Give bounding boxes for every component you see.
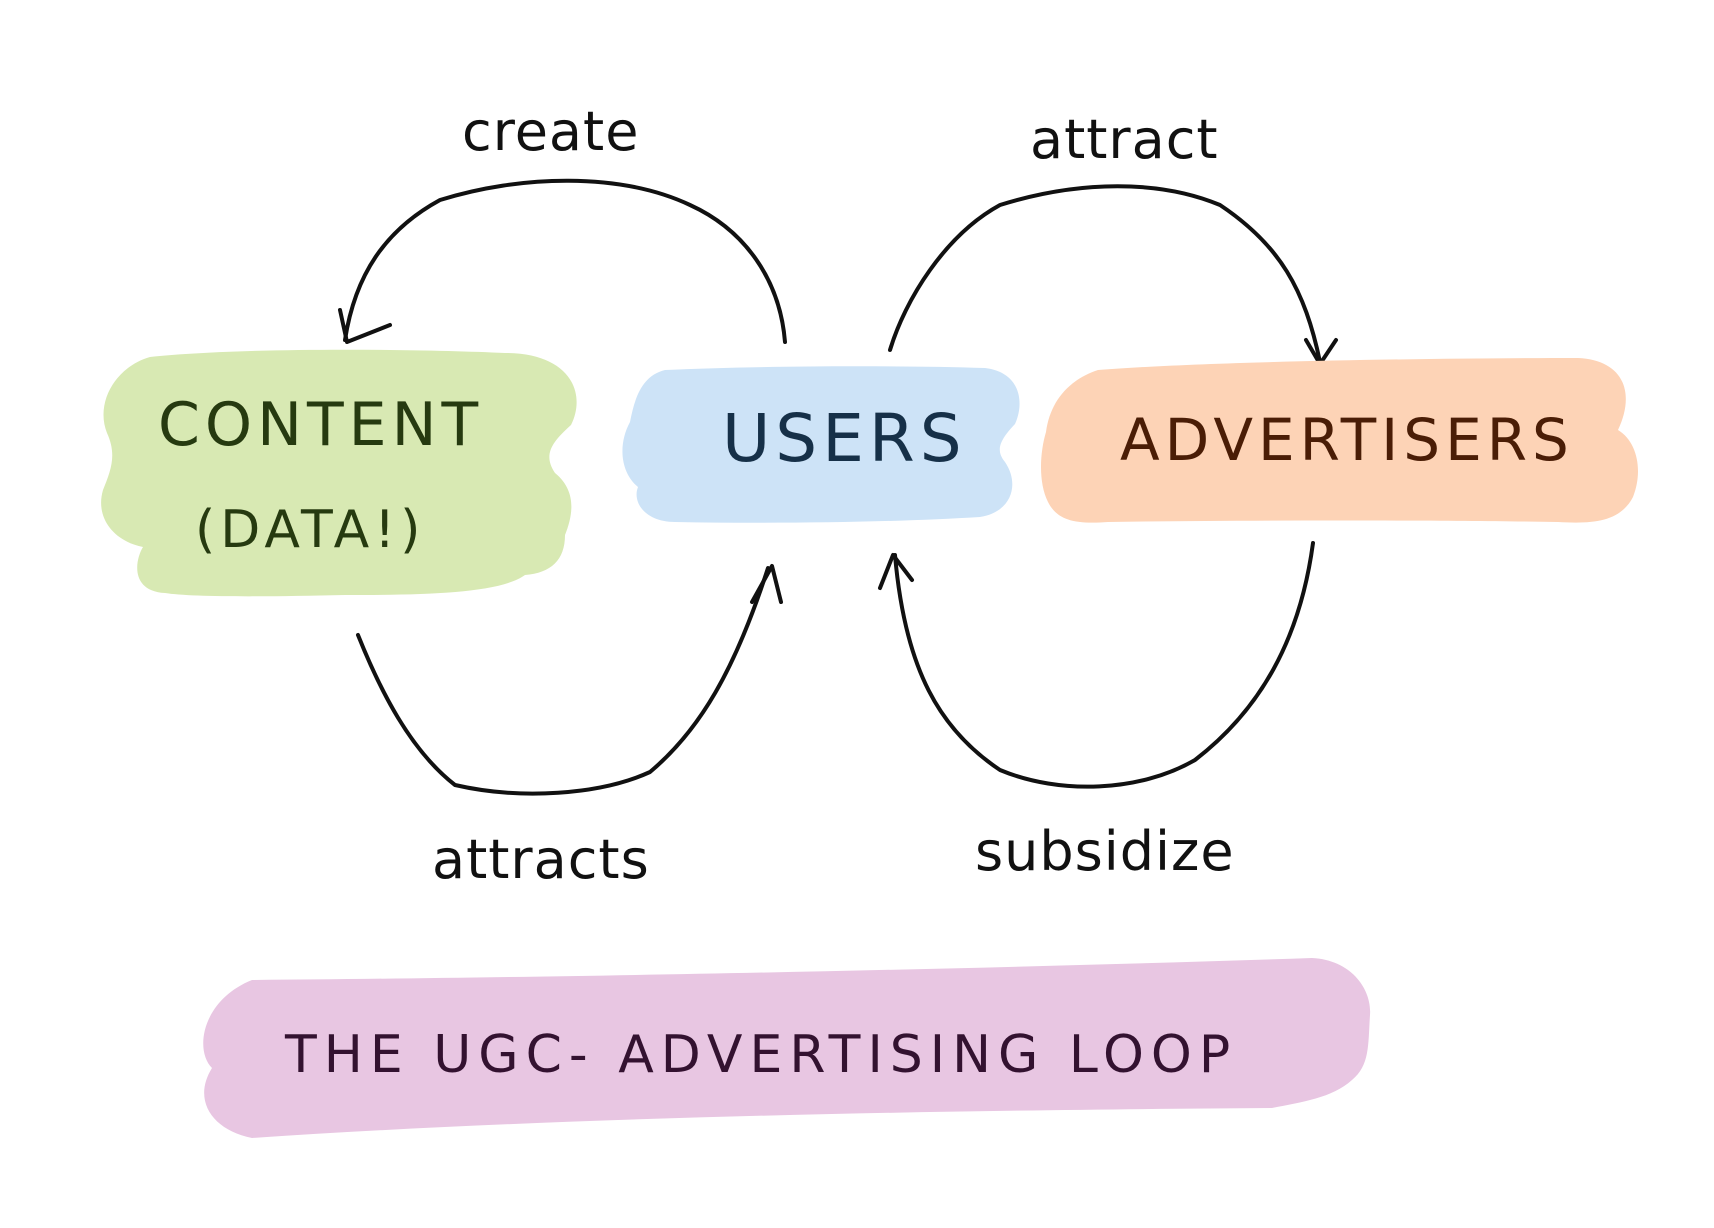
arrow-attracts [356, 566, 770, 796]
arrowhead-create [338, 308, 392, 344]
edge-label-attracts: attracts [432, 828, 650, 891]
users-label: USERS [722, 400, 967, 477]
users-blob [622, 366, 1020, 523]
edge-label-attract: attract [1030, 108, 1219, 171]
advertisers-label: ADVERTISERS [1120, 406, 1574, 474]
arrowhead-subsidize [878, 553, 914, 590]
arrowhead-attracts [750, 564, 783, 604]
caption-blob [203, 958, 1371, 1138]
arrow-create [343, 178, 787, 344]
content-label-line1: CONTENT [158, 390, 484, 460]
arrow-subsidize [893, 541, 1315, 789]
content-blob [101, 349, 577, 597]
edge-label-subsidize: subsidize [975, 820, 1235, 883]
edge-label-create: create [462, 100, 640, 163]
content-label-line2: (DATA!) [195, 500, 426, 560]
caption-title: THE UGC- ADVERTISING LOOP [285, 1025, 1238, 1085]
advertisers-blob [1041, 358, 1638, 523]
arrow-attract [888, 184, 1322, 364]
